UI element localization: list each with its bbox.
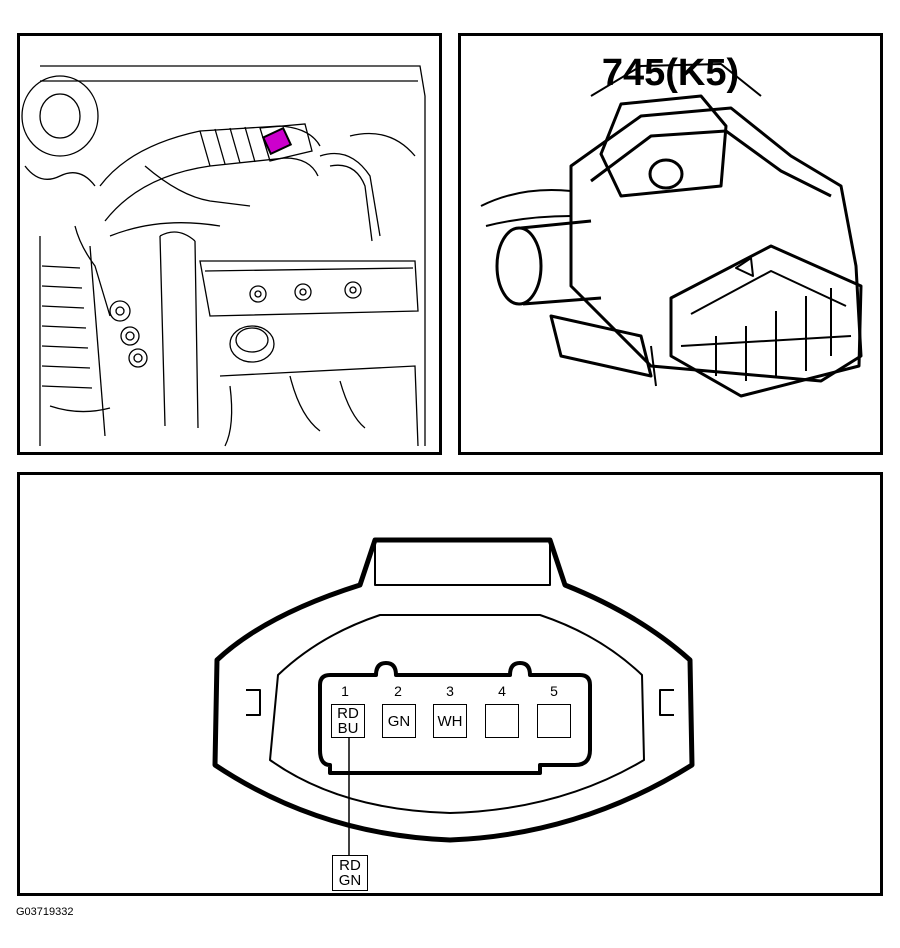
pinout-panel: 1 2 3 4 5 RD BU GN WH RD GN xyxy=(17,472,883,896)
connector-view-panel: 745(K5) xyxy=(458,33,883,455)
pin-number-4: 4 xyxy=(498,683,506,699)
pin-cavity-5 xyxy=(537,704,571,738)
pin-2-color-line-1: GN xyxy=(387,712,411,730)
pin-number-3: 3 xyxy=(446,683,454,699)
pin-cavity-4 xyxy=(485,704,519,738)
wire-color-line-2: GN xyxy=(338,872,362,889)
engine-bay-panel xyxy=(17,33,442,455)
pin-cavity-2: GN xyxy=(382,704,416,738)
connector-face-outline xyxy=(212,537,695,855)
wire-color-line-1: RD xyxy=(339,857,361,874)
wire-color-tag: RD GN xyxy=(332,855,368,891)
figure-id: G03719332 xyxy=(16,906,74,918)
pin-number-1: 1 xyxy=(341,683,349,699)
highlight-marker xyxy=(261,126,293,156)
connector-title: 745(K5) xyxy=(601,52,740,94)
pin-3-color-line-1: WH xyxy=(437,712,463,730)
engine-bay-drawing xyxy=(21,65,426,447)
pin-cavity-1: RD BU xyxy=(331,704,365,738)
pin-cavity-3: WH xyxy=(433,704,467,738)
pin-number-5: 5 xyxy=(550,683,558,699)
pin-number-2: 2 xyxy=(394,683,402,699)
pin-1-color-line-2: BU xyxy=(337,720,359,737)
connector-3d-drawing xyxy=(480,63,863,398)
pin-1-color-line-1: RD xyxy=(337,705,359,722)
